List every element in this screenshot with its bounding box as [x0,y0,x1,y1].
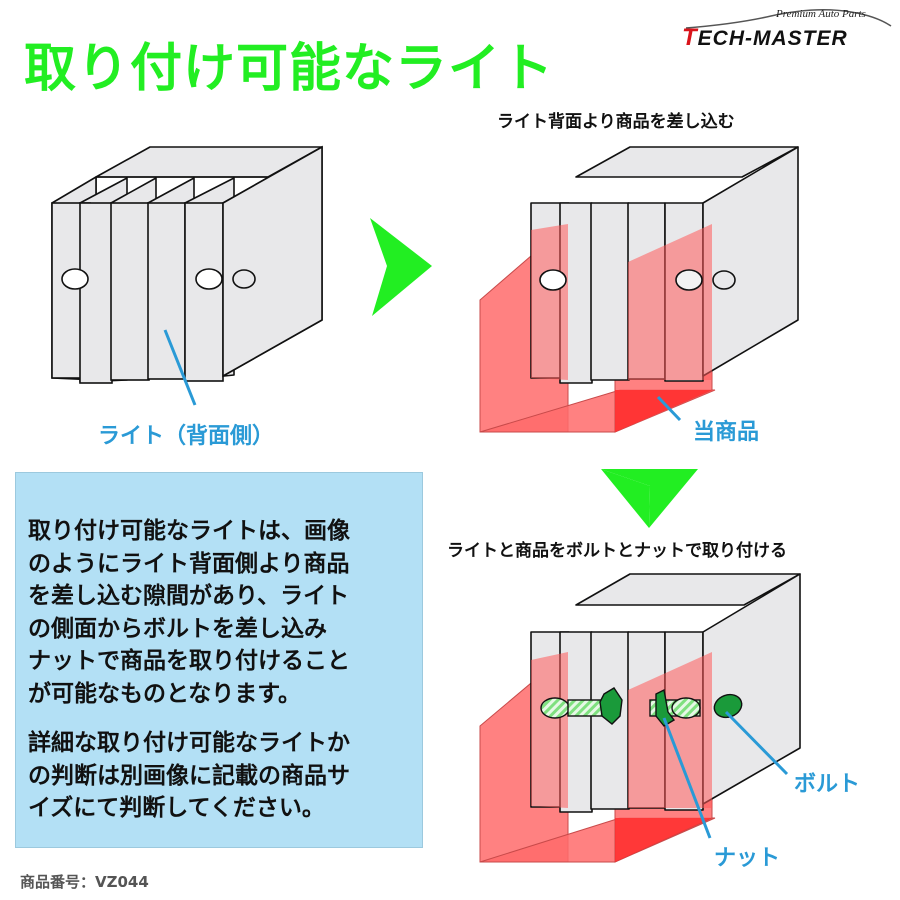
light-rear-callout: ライト（背面側） [98,424,275,449]
description-line: 取り付け可能なライトは、画像 [28,518,350,544]
callout-line [656,395,682,422]
description-line: の判断は別画像に記載の商品サ [28,762,350,789]
product-number: 商品番号：VZ044 [20,873,149,891]
car-silhouette-icon [685,9,892,29]
description-line: イズにて判断してください。 [28,795,325,821]
mount-step-caption: ライトと商品をボルトとナットで取り付ける [447,541,787,561]
insert-step-caption: ライト背面より商品を差し込む [497,112,735,132]
description-line: を差し込む隙間があり、ライト [28,583,350,609]
nut-icon [599,687,623,725]
bolt-callout: ボルト [794,772,861,797]
description-line: 詳細な取り付け可能なライトか [28,730,350,756]
bolt-callout-line [724,710,789,776]
page-title: 取り付け可能なライト [24,39,555,99]
nut-callout: ナット [714,846,781,871]
product-callout: 当商品 [693,420,760,445]
description-paragraph-1: 取り付け可能なライトは、画像 のようにライト背面側より商品 を差し込む隙間があり… [28,515,418,710]
brand-logo: Premium Auto Parts TECH-MASTER [676,6,896,56]
description-box: 取り付け可能なライトは、画像 のようにライト背面側より商品 を差し込む隙間があり… [15,472,423,848]
logo-brand-initial: T [682,24,698,51]
logo-tagline: Premium Auto Parts [776,8,866,20]
callout-line [163,329,197,406]
description-line: のようにライト背面側より商品 [28,550,350,577]
description-paragraph-2: 詳細な取り付け可能なライトか の判断は別画像に記載の商品サ イズにて判断してくだ… [28,727,418,825]
logo-brand-rest: ECH-MASTER [697,27,848,50]
logo-brand: TECH-MASTER [682,24,848,52]
description-line: が可能なものとなります。 [28,680,302,707]
description-line: ナットで商品を取り付けること [28,648,350,674]
nut-callout-line [662,717,712,839]
description-line: の側面からボルトを差し込み [28,615,327,642]
